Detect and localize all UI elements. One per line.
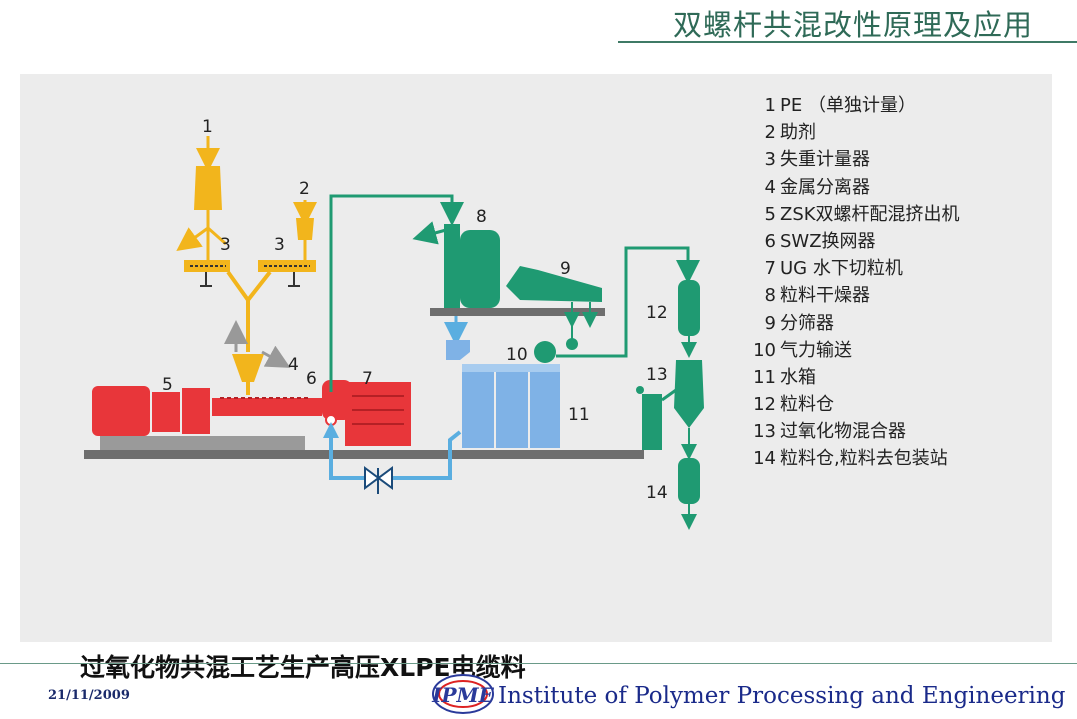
footer-divider	[0, 663, 1077, 664]
label-7: 7	[362, 369, 373, 389]
label-3a: 3	[220, 235, 231, 255]
diagram-panel: 1 2 3 3 4 5 6 7 8 9 10 11 12 13 14 过氧化物共…	[20, 74, 1052, 682]
label-1: 1	[202, 117, 213, 137]
slide-title: 双螺杆共混改性原理及应用	[672, 8, 1033, 42]
institute-name: Institute of Polymer Processing and Engi…	[498, 683, 1066, 709]
feed-system	[176, 136, 317, 395]
label-13: 13	[646, 365, 668, 385]
dryer-section	[329, 194, 700, 392]
label-11: 11	[568, 405, 590, 425]
label-5: 5	[162, 375, 173, 395]
label-12: 12	[646, 303, 668, 323]
label-4: 4	[288, 355, 299, 375]
footer-date: 21/11/2009	[48, 688, 130, 703]
institute-logo-icon: IPME	[431, 674, 495, 714]
svg-text:IPME: IPME	[431, 683, 495, 707]
silo-column	[636, 280, 704, 530]
title-divider	[618, 41, 1077, 43]
pneumatic-blower	[534, 341, 556, 363]
label-14: 14	[646, 483, 668, 503]
label-3b: 3	[274, 235, 285, 255]
main-platform	[84, 450, 644, 459]
label-8: 8	[476, 207, 487, 227]
extruder-base	[100, 436, 305, 450]
process-diagram: 1 2 3 3 4 5 6 7 8 9 10 11 12 13 14	[84, 117, 704, 530]
label-6: 6	[306, 369, 317, 389]
upper-platform	[430, 308, 605, 316]
water-loop	[323, 316, 470, 494]
water-tank	[462, 364, 560, 448]
label-9: 9	[560, 259, 571, 279]
label-2: 2	[299, 179, 310, 199]
label-10: 10	[506, 345, 528, 365]
